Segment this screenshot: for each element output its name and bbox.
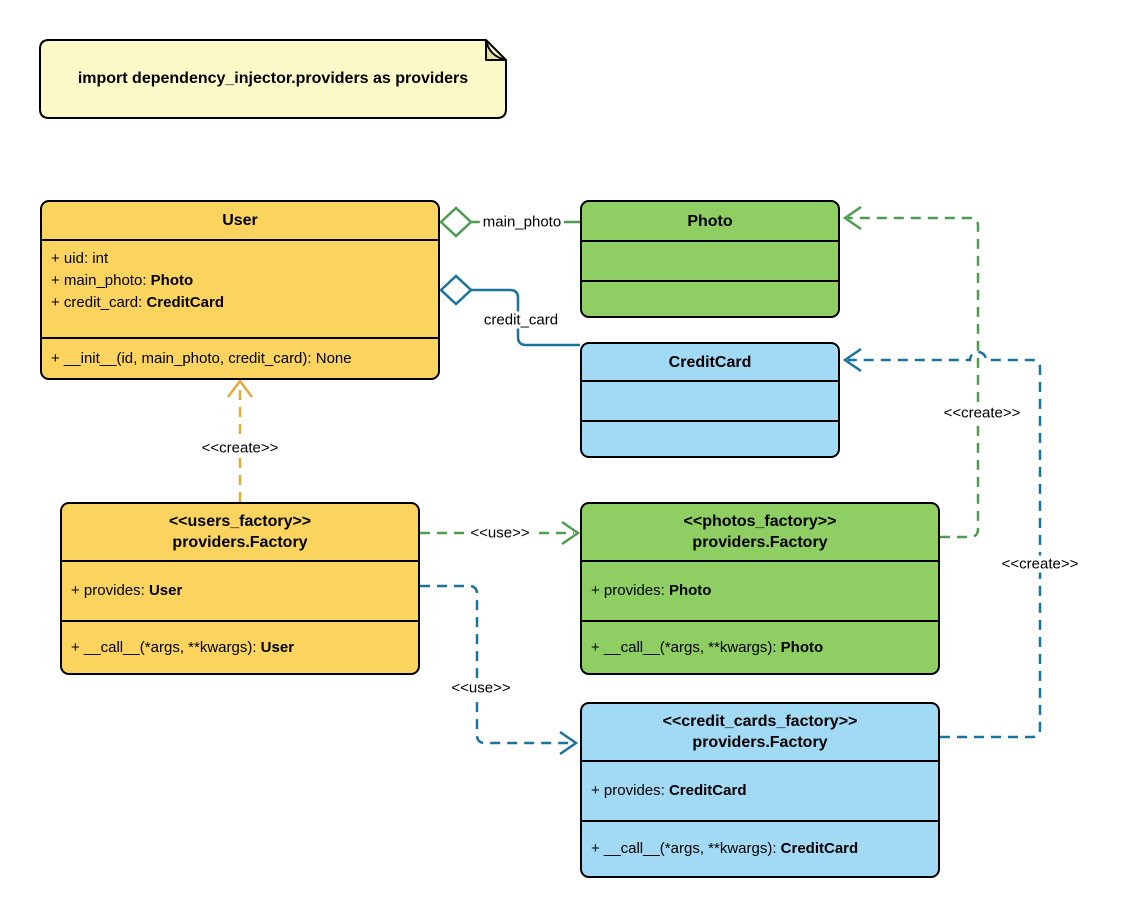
factory-photos-title-compartment: <<photos_factory>> providers.Factory (582, 504, 938, 560)
method-row: + __call__(*args, **kwargs): User (71, 637, 409, 659)
factory-photos: <<photos_factory>> providers.Factory + p… (580, 502, 940, 675)
attribute-row: + provides: Photo (591, 580, 929, 602)
attribute-row: + uid: int (51, 248, 429, 270)
class-photo-methods (582, 280, 838, 316)
member-type: User (148, 582, 183, 599)
class-user: User + uid: int + main_photo: Photo + cr… (40, 200, 440, 380)
stereotype: <<users_factory>> (168, 513, 312, 530)
factory-photos-methods: + __call__(*args, **kwargs): Photo (582, 620, 938, 673)
member-type: CreditCard (780, 840, 859, 857)
factory-credit-cards-methods: + __call__(*args, **kwargs): CreditCard (582, 820, 938, 876)
class-photo-attributes (582, 240, 838, 280)
class-photo: Photo (580, 200, 840, 318)
class-title: providers.Factory (692, 734, 828, 751)
method-row: + __call__(*args, **kwargs): Photo (591, 637, 929, 659)
member-type: Photo (150, 272, 194, 289)
method-row: + __call__(*args, **kwargs): CreditCard (591, 838, 929, 860)
aggregation-diamond-icon (439, 274, 473, 306)
class-user-attributes: + uid: int + main_photo: Photo + credit_… (42, 239, 438, 337)
member-text: + credit_card: (51, 294, 147, 311)
class-creditcard-methods (582, 420, 838, 456)
class-title: User (222, 212, 258, 229)
factory-credit-cards: <<credit_cards_factory>> providers.Facto… (580, 702, 940, 878)
label-main-photo: main_photo (479, 213, 565, 231)
member-text: + provides: (71, 582, 149, 599)
attribute-row: + provides: CreditCard (591, 780, 929, 802)
stereotype: <<credit_cards_factory>> (662, 713, 858, 730)
factory-users-methods: + __call__(*args, **kwargs): User (62, 620, 418, 673)
class-creditcard-attributes (582, 380, 838, 420)
stereotype: <<photos_factory>> (683, 513, 837, 530)
attribute-row: + main_photo: Photo (51, 270, 429, 292)
class-title: providers.Factory (692, 534, 828, 551)
open-arrowhead-icon (561, 520, 581, 546)
create-arrow-photos-factory-to-photo (842, 205, 980, 539)
aggregation-diamond-icon (439, 206, 473, 238)
member-type: CreditCard (146, 294, 224, 311)
member-text: + main_photo: (51, 272, 151, 289)
attribute-row: + credit_card: CreditCard (51, 292, 429, 314)
member-text: + provides: (591, 782, 669, 799)
dependency-line (848, 216, 980, 539)
label-create-photo: <<create>> (940, 404, 1024, 422)
label-create-user: <<create>> (198, 439, 282, 457)
class-title: Photo (687, 212, 733, 230)
note-body (39, 39, 507, 119)
attribute-row: + provides: User (71, 580, 409, 602)
class-title: providers.Factory (172, 534, 308, 551)
member-text: + __call__(*args, **kwargs): (591, 638, 781, 656)
create-arrow-credit-cards-factory-to-creditcard (842, 347, 1042, 739)
class-user-methods: + __init__(id, main_photo, credit_card):… (42, 337, 438, 378)
factory-users: <<users_factory>> providers.Factory + pr… (60, 502, 420, 675)
member-type: Photo (780, 638, 824, 656)
method-row: + __init__(id, main_photo, credit_card):… (51, 348, 429, 370)
factory-photos-attributes: + provides: Photo (582, 560, 938, 620)
factory-credit-cards-attributes: + provides: CreditCard (582, 760, 938, 820)
factory-users-attributes: + provides: User (62, 560, 418, 620)
class-user-title-compartment: User (42, 202, 438, 239)
label-create-credit-card: <<create>> (998, 555, 1082, 573)
label-use-credit-cards: <<use>> (448, 679, 514, 697)
label-use-photos: <<use>> (467, 524, 533, 542)
note (39, 39, 507, 119)
dependency-line (420, 584, 572, 745)
member-type: Photo (668, 582, 712, 599)
member-text: + provides: (591, 582, 669, 599)
open-arrowhead-icon (842, 205, 862, 231)
member-text: + __call__(*args, **kwargs): (71, 638, 261, 656)
open-arrowhead-icon (227, 378, 253, 398)
member-text: + __init__(id, main_photo, credit_card):… (51, 349, 352, 367)
class-creditcard-title-compartment: CreditCard (582, 344, 838, 380)
member-type: CreditCard (668, 782, 747, 799)
class-photo-title-compartment: Photo (582, 202, 838, 240)
open-arrowhead-icon (842, 347, 862, 373)
factory-credit-cards-title-compartment: <<credit_cards_factory>> providers.Facto… (582, 704, 938, 760)
member-type: User (260, 638, 295, 656)
member-text: + __call__(*args, **kwargs): (591, 840, 781, 857)
open-arrowhead-icon (559, 730, 579, 756)
use-arrow-users-factory-to-credit-cards-factory (420, 584, 579, 756)
factory-users-title-compartment: <<users_factory>> providers.Factory (62, 504, 418, 560)
class-title: CreditCard (668, 353, 752, 371)
note-text: import dependency_injector.providers as … (77, 70, 469, 87)
member-text: + uid: int (51, 250, 109, 267)
note-fold-icon (485, 39, 507, 61)
label-credit-card: credit_card (480, 311, 562, 329)
class-creditcard: CreditCard (580, 342, 840, 458)
aggregation-credit-card (439, 274, 580, 347)
